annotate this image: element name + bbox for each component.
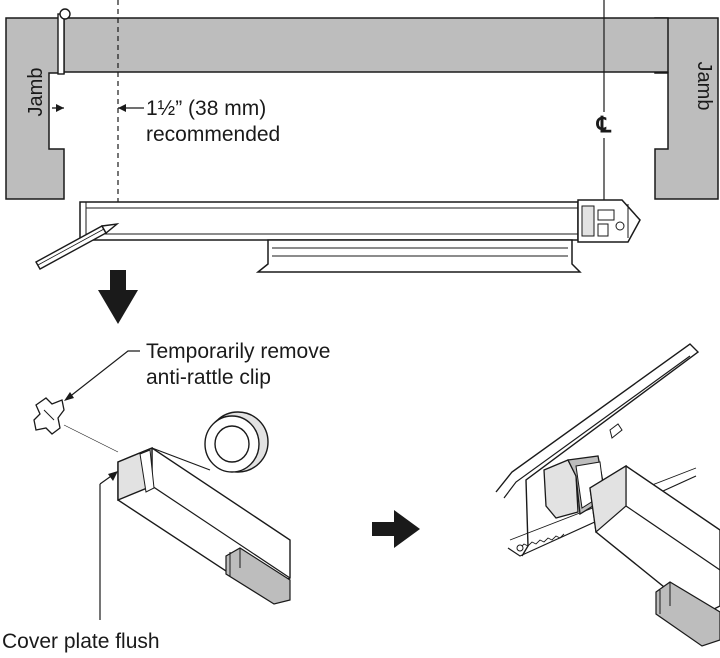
centerline-symbol: ℄	[596, 112, 612, 137]
right-arrow-icon	[372, 510, 420, 548]
hinge-pin	[57, 8, 71, 75]
clip-callout-label: Temporarily remove	[146, 340, 330, 363]
anti-rattle-clip	[33, 397, 65, 435]
right-jamb-label: Jamb	[693, 62, 715, 111]
left-jamb-label: Jamb	[25, 68, 47, 117]
device-rail	[79, 201, 582, 273]
rail-detail-right	[543, 455, 720, 647]
measurement-label: 1½” (38 mm)	[146, 97, 266, 120]
clip-callout-leader	[64, 350, 140, 401]
measurement-arrows	[52, 104, 144, 112]
cover-plate-callout-label: Cover plate flush	[2, 630, 160, 653]
rail-detail-left	[117, 446, 291, 605]
tape-roll	[204, 411, 269, 473]
down-arrow-icon	[98, 270, 138, 324]
pencil-icon	[35, 222, 120, 270]
clip-callout-label-sub: anti-rattle clip	[146, 366, 271, 389]
cover-plate-callout-leader	[99, 471, 118, 620]
header-beam	[63, 17, 669, 73]
right-jamb	[654, 17, 719, 200]
measurement-label-sub: recommended	[146, 123, 280, 146]
mechanism-head	[577, 199, 641, 243]
